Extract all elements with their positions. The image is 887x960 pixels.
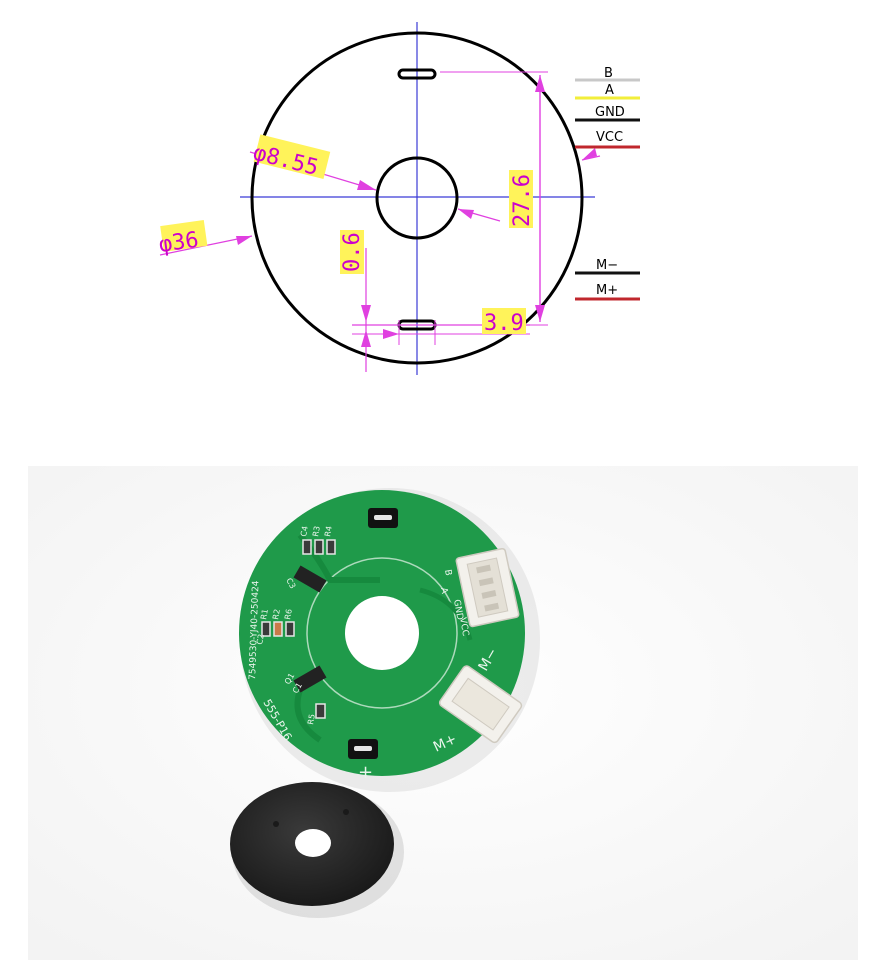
magnet-center-hole [295,829,331,857]
pin-1 [476,564,492,574]
dim-outer-diameter: φ36 [157,228,200,258]
wire-m-minus-label: M− [596,258,618,273]
dim-arrow-36-right [582,148,597,160]
pcb-trace-ring [306,557,458,709]
component-r3 [314,539,324,555]
silk-part-number: 7549530-YJ40-250424 [248,580,261,680]
component-q1 [293,665,327,693]
silk-r5: R5 [306,713,317,725]
silk-c2: C2 [255,633,266,645]
component-r5 [315,703,326,719]
dim-highlight-8-55 [253,134,331,180]
dim-highlight-36 [160,220,208,252]
dim-highlight-3-9 [482,308,526,334]
component-c3 [293,565,327,593]
pin-3 [481,590,497,599]
silk-r1: R1 [259,608,270,620]
pin-4 [484,602,500,612]
silk-r4: R4 [323,525,334,537]
dim-hole-spacing: 27.6 [510,174,535,227]
component-c4 [302,539,312,555]
wire-vcc-label: VCC [596,130,623,145]
magnet-mark-2 [273,821,279,827]
silk-plus: + [358,762,373,783]
dim-highlight-0-6 [340,230,364,274]
component-r1 [261,621,271,637]
pcb-trace-3 [419,587,473,641]
dim-arrow-0-6-b [361,330,371,347]
smd-components [261,539,336,719]
wire-b-label: B [604,66,613,81]
dim-arrow-36-left [236,236,252,245]
wire-m-plus-label: M+ [596,283,618,298]
bottom-solder-slot [354,746,372,751]
silk-vcc: VCC [457,617,470,637]
dim-arrow-up [535,75,545,92]
silk-r3: R3 [311,525,322,537]
wire-a-label: A [605,83,614,98]
motor-connector [438,665,523,744]
silk-gnd: GND [451,599,464,621]
dim-arrow-0-6 [361,305,371,322]
dim-arrow-down [535,305,545,322]
motor-connector-slot [451,677,510,731]
dim-arrow-8-55-right [458,209,474,219]
silk-r6: R6 [283,608,294,620]
component-r4 [326,539,336,555]
silk-a: A [438,587,449,596]
silk-c4: C4 [299,525,310,537]
dim-highlight-27-6 [509,170,533,228]
signal-connector [455,547,520,628]
dim-arrow-8-55-left [357,180,376,190]
dim-offset: 0.6 [340,232,365,272]
dim-leader-36-right [581,155,601,161]
top-solder-slot [374,515,392,520]
dimension-drawing: 27.6 φ8.55 φ36 0.6 3.9 B A GND VCC M− M+ [157,22,640,375]
silk-b: B [442,569,453,577]
dim-arrow-3-9 [383,329,399,339]
silk-r2: R2 [271,608,282,620]
component-r2 [273,621,283,637]
wire-gnd-label: GND [595,105,625,120]
dim-slot-length: 3.9 [484,311,524,336]
outer-circle [250,31,584,365]
product-photo: C4 R3 R4 C3 R1 R2 R6 C2 Q1 C1 R5 7549530… [28,466,858,960]
inner-circle [375,156,459,240]
pcb-trace-2 [294,689,322,743]
wire-legend: B A GND VCC M− M+ [575,66,640,301]
component-c2 [285,621,295,637]
magnet-mark-1 [343,809,349,815]
top-slot [397,68,437,80]
pcb-center-hole [345,596,419,670]
pin-2 [478,577,494,587]
